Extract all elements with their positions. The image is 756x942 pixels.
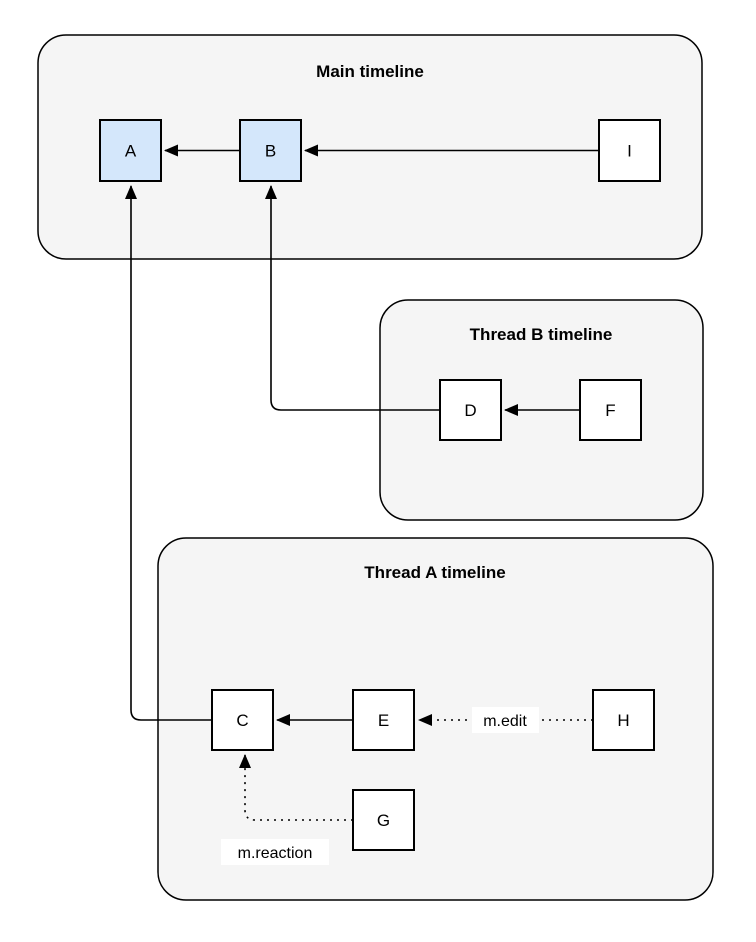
- timeline-frame-thread-a: Thread A timeline: [157, 537, 714, 901]
- event-node-a-label: A: [125, 142, 137, 161]
- timeline-frame-main: Main timeline: [37, 34, 703, 260]
- event-node-c: C: [211, 689, 274, 751]
- main-timeline-title: Main timeline: [316, 62, 424, 81]
- event-node-d-label: D: [464, 401, 476, 420]
- event-node-e-label: E: [378, 711, 389, 730]
- event-node-a-rect: [99, 119, 162, 182]
- event-node-h-label: H: [617, 711, 629, 730]
- thread-b-timeline-title: Thread B timeline: [470, 325, 613, 344]
- event-node-f-rect: [579, 379, 642, 441]
- event-node-b-rect: [239, 119, 302, 182]
- event-node-h-rect: [592, 689, 655, 751]
- arrow-g-to-c: [239, 754, 353, 821]
- main-timeline-frame-rect: [37, 34, 703, 260]
- arrow-d-to-b: [265, 185, 440, 411]
- event-node-i-rect: [598, 119, 661, 182]
- edge-label-m-edit-bg: [472, 707, 539, 733]
- event-node-g-rect: [352, 789, 415, 851]
- edge-label-m-edit-group: m.edit: [472, 707, 539, 733]
- event-node-c-rect: [211, 689, 274, 751]
- event-node-e: E: [352, 689, 415, 751]
- edges: [125, 144, 599, 821]
- edge-label-m-reaction: m.reaction: [238, 845, 313, 862]
- event-node-i: I: [598, 119, 661, 182]
- event-node-c-label: C: [236, 711, 248, 730]
- event-node-h: H: [592, 689, 655, 751]
- event-node-g: G: [352, 789, 415, 851]
- event-node-i-label: I: [627, 142, 632, 161]
- edge-label-m-reaction-group: m.reaction: [221, 839, 329, 865]
- event-node-d-rect: [439, 379, 502, 441]
- event-node-b-label: B: [265, 142, 276, 161]
- event-node-e-rect: [352, 689, 415, 751]
- event-node-f-label: F: [605, 401, 615, 420]
- event-node-b: B: [239, 119, 302, 182]
- edge-label-m-edit: m.edit: [483, 713, 527, 730]
- edge-label-m-reaction-bg: [221, 839, 329, 865]
- arrow-c-to-a: [125, 185, 212, 721]
- thread-a-timeline-title: Thread A timeline: [364, 563, 505, 582]
- event-node-g-label: G: [377, 811, 390, 830]
- event-node-a: A: [99, 119, 162, 182]
- event-node-d: D: [439, 379, 502, 441]
- event-node-f: F: [579, 379, 642, 441]
- thread-a-timeline-frame-rect: [157, 537, 714, 901]
